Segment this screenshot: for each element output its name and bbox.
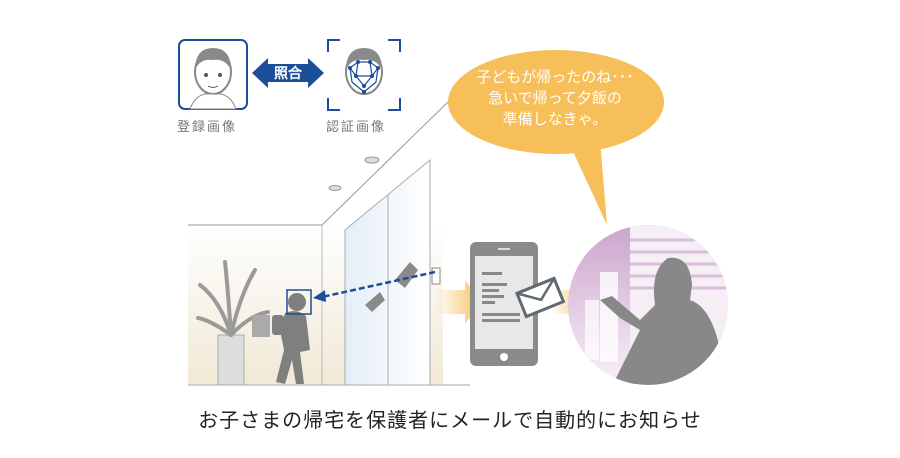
bubble-line: 急いで帰って夕飯の (488, 89, 622, 107)
auth-image-label: 認証画像 (326, 120, 387, 135)
speech-bubble (448, 50, 664, 225)
caption: お子さまの帰宅を保護者にメールで自動的にお知らせ (198, 408, 702, 432)
bubble-line: 子どもが帰ったのね･･･ (476, 68, 634, 86)
mail-envelope-icon (515, 276, 566, 319)
registered-image-label: 登録画像 (177, 120, 238, 135)
match-label: 照合 (274, 66, 302, 82)
entrance-scene (188, 99, 470, 386)
match-arrow (252, 58, 324, 88)
face-detection-box (286, 289, 312, 315)
registered-face-icon (178, 39, 248, 110)
bubble-line: 準備しなきゃ。 (502, 110, 608, 128)
parent-scene (568, 225, 728, 385)
smartphone-icon (470, 242, 538, 366)
auth-face-icon (327, 39, 401, 111)
child-silhouette (272, 293, 310, 384)
speech-bubble-text: 子どもが帰ったのね･･･ 急いで帰って夕飯の 準備しなきゃ。 (455, 67, 655, 130)
